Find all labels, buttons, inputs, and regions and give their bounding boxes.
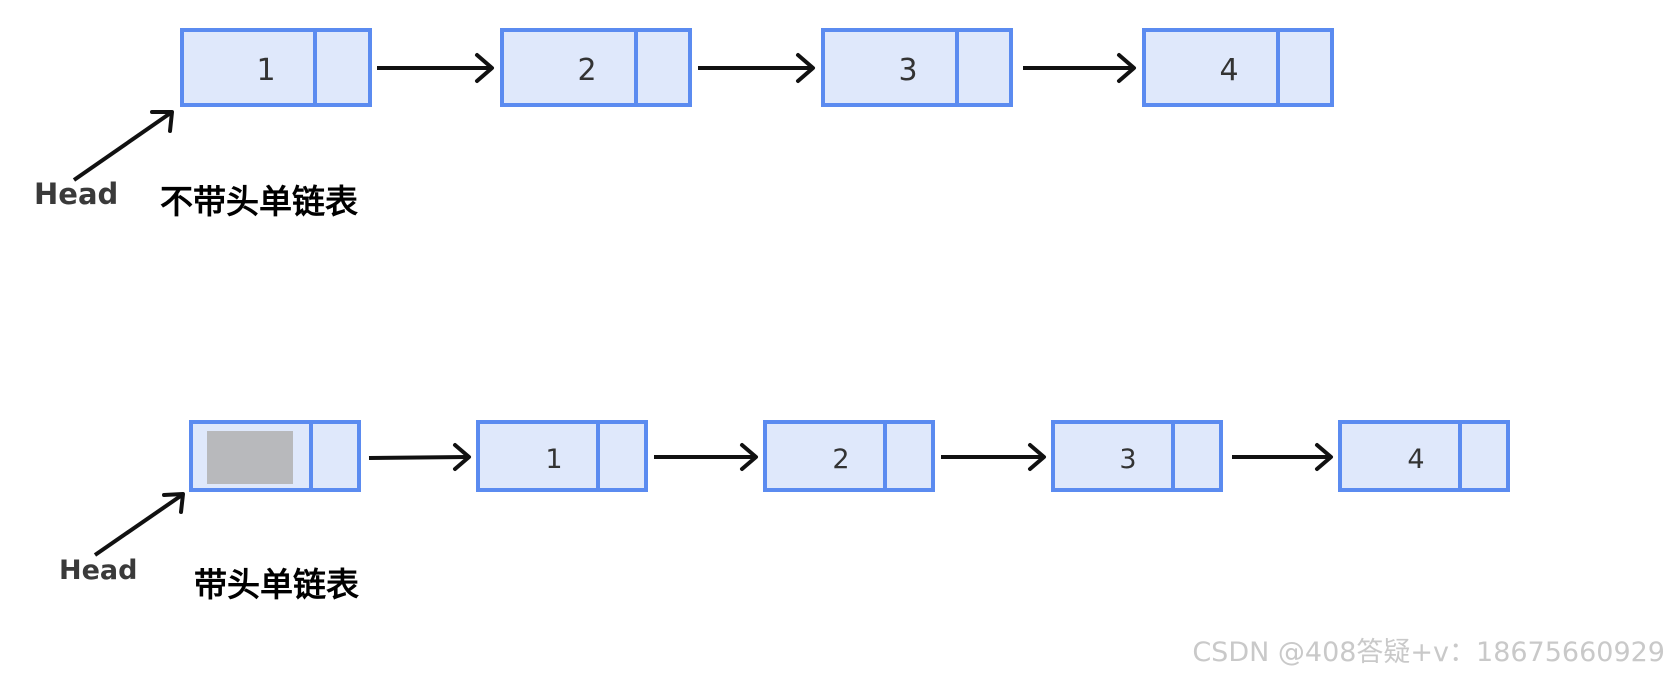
list2-node-1-value: 1 <box>545 444 562 475</box>
list2-node-3-value: 3 <box>1119 444 1136 475</box>
list1-title: 不带头单链表 <box>160 182 358 221</box>
list1-arrow-3-4 <box>1023 53 1136 83</box>
list1-node-2-value: 2 <box>577 53 596 88</box>
list-without-head-node: 1 2 3 4 <box>34 28 1334 221</box>
list2-arrow-sentinel-1 <box>368 443 471 471</box>
list2-head-pointer-arrow <box>93 492 185 557</box>
list2-head-label: Head <box>59 555 137 586</box>
list-with-head-node: 1 2 3 4 <box>59 420 1510 604</box>
list2-node-4: 4 <box>1338 420 1510 492</box>
list1-node-3-value: 3 <box>898 53 917 88</box>
list2-sentinel-node <box>189 420 361 492</box>
list2-node-3: 3 <box>1051 420 1223 492</box>
list1-node-1: 1 <box>180 28 372 107</box>
list2-node-2: 2 <box>763 420 935 492</box>
list2-sentinel-data-block <box>207 431 293 484</box>
list1-arrow-1-2 <box>377 53 494 83</box>
list1-node-1-value: 1 <box>256 53 275 88</box>
list2-title: 带头单链表 <box>194 565 359 604</box>
list1-node-4-value: 4 <box>1219 53 1238 88</box>
list1-node-3: 3 <box>821 28 1013 107</box>
list2-arrow-2-3 <box>941 443 1046 471</box>
list1-node-2: 2 <box>500 28 692 107</box>
list2-node-2-value: 2 <box>832 444 849 475</box>
list1-arrow-2-3 <box>698 53 815 83</box>
csdn-watermark: CSDN @408答疑+v：18675660929 <box>1192 637 1665 668</box>
list1-head-pointer-arrow <box>72 110 174 182</box>
list1-head-label: Head <box>34 177 118 211</box>
list2-arrow-3-4 <box>1232 443 1333 471</box>
list2-node-1: 1 <box>476 420 648 492</box>
list1-node-4: 4 <box>1142 28 1334 107</box>
list2-arrow-1-2 <box>654 443 758 471</box>
list2-node-4-value: 4 <box>1407 444 1424 475</box>
